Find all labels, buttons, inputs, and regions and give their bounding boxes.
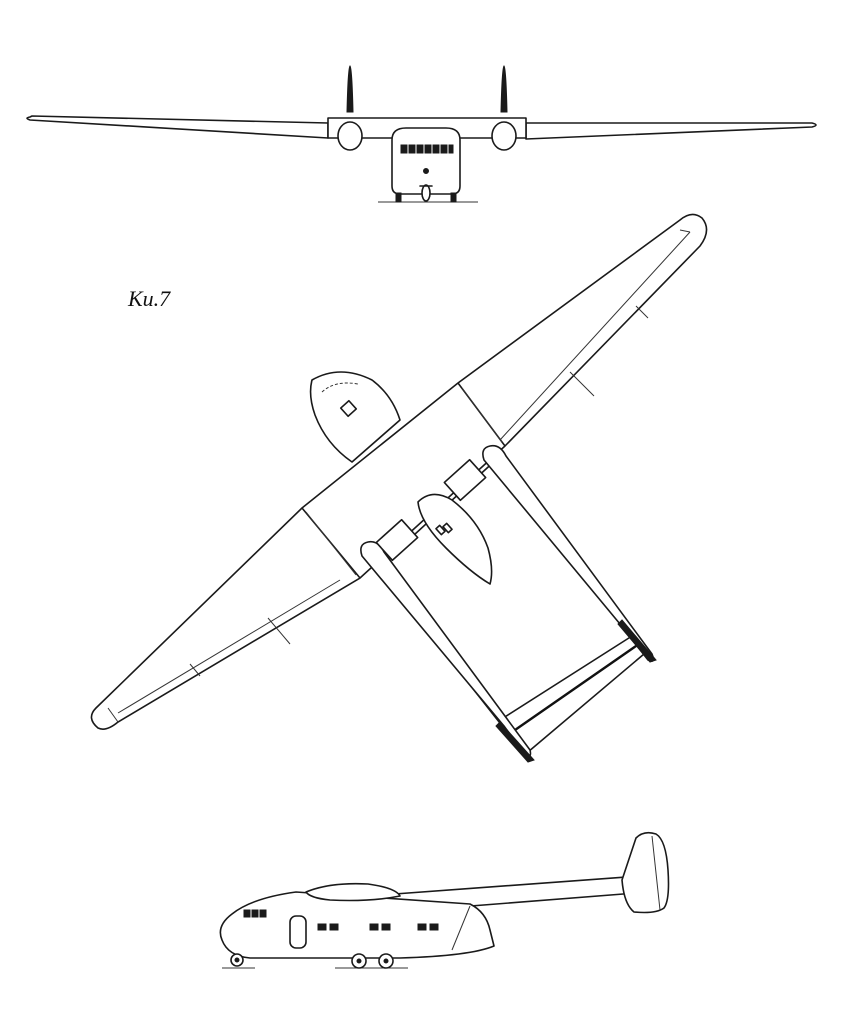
side-landing-gear — [230, 953, 394, 969]
plan-fin — [417, 493, 493, 585]
plan-cockpit — [321, 382, 359, 418]
front-right-wing — [525, 122, 817, 140]
side-fuselage — [219, 891, 495, 959]
side-cargo-door-line — [451, 905, 471, 951]
plan-left-propeller — [495, 721, 535, 763]
aircraft-designation-label: Ku.7 — [128, 286, 171, 311]
plan-fuselage — [309, 371, 401, 463]
side-cockpit-windows — [243, 909, 267, 918]
plan-view — [90, 213, 708, 763]
side-fin — [621, 831, 670, 914]
plan-right-nacelle-fairing — [443, 458, 487, 502]
front-fuselage — [391, 127, 461, 195]
front-right-nacelle — [491, 121, 517, 151]
side-wing — [305, 882, 401, 902]
plan-left-nacelle-fairing — [375, 518, 419, 562]
front-view — [26, 65, 817, 203]
side-view — [219, 831, 670, 969]
plan-right-propeller — [617, 619, 657, 663]
plan-wing — [90, 213, 708, 730]
front-left-nacelle — [337, 121, 363, 151]
front-cockpit-windows — [400, 144, 454, 154]
side-door — [289, 915, 307, 949]
plan-wing-details — [107, 229, 691, 723]
front-left-wing — [26, 115, 329, 139]
front-left-propeller — [346, 65, 354, 113]
front-nose-light — [423, 168, 429, 174]
plan-fin-windows — [435, 522, 453, 536]
side-rudder-line — [651, 835, 661, 911]
front-landing-gear — [395, 184, 457, 203]
front-right-propeller — [500, 65, 508, 113]
side-cabin-windows — [317, 923, 439, 931]
plan-elevator-hinge — [513, 644, 638, 732]
